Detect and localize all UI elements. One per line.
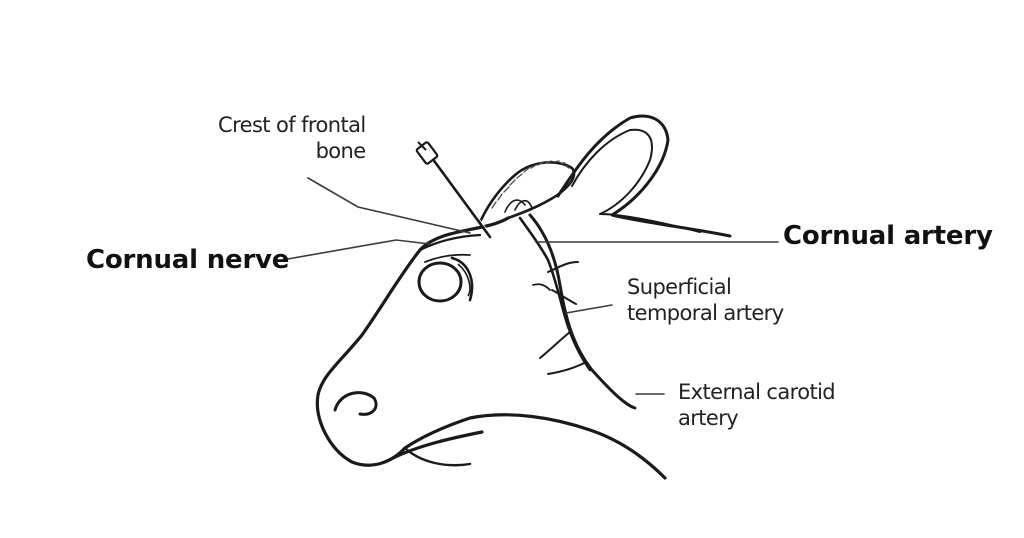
ear-base bbox=[599, 213, 701, 233]
nerve-line-1 bbox=[418, 233, 482, 252]
artery-branch-1 bbox=[547, 261, 579, 273]
crest-outline bbox=[478, 161, 576, 224]
neck-line bbox=[528, 213, 637, 410]
label-eca-line1: External carotid bbox=[678, 380, 836, 404]
label-sta-line2: temporal artery bbox=[627, 301, 784, 326]
leader-lines bbox=[281, 177, 779, 395]
needle-hub-tip bbox=[417, 141, 427, 151]
cornual-artery-path bbox=[518, 216, 592, 372]
hair-tuft bbox=[491, 160, 570, 209]
calf-head-outline bbox=[315, 216, 667, 480]
nostril bbox=[333, 391, 378, 416]
needle-icon bbox=[415, 141, 492, 239]
ear-outer bbox=[556, 114, 732, 238]
face-profile bbox=[315, 216, 667, 480]
leader-superficial-temporal bbox=[565, 304, 613, 314]
crest-root bbox=[504, 199, 533, 213]
chin-line bbox=[403, 446, 472, 467]
eye-brow-inner bbox=[457, 263, 471, 297]
leader-crest bbox=[307, 177, 471, 234]
needle-shaft bbox=[430, 156, 492, 239]
artery-branch-3 bbox=[539, 331, 571, 359]
label-cornual-artery: Cornual artery bbox=[783, 221, 993, 251]
artery-branch-5 bbox=[532, 283, 551, 291]
label-superficial-temporal-artery: Superficial temporal artery bbox=[627, 274, 784, 327]
label-eca-line2: artery bbox=[678, 406, 739, 431]
arteries bbox=[518, 216, 592, 375]
label-sta-line1: Superficial bbox=[627, 275, 732, 299]
label-cornual-nerve: Cornual nerve bbox=[86, 245, 290, 275]
label-crest-of-frontal-bone: Crest of frontal bone bbox=[218, 112, 368, 165]
nerve-line-2 bbox=[424, 253, 471, 263]
leader-cornual-nerve bbox=[281, 239, 431, 261]
eye-brow bbox=[450, 256, 474, 302]
mouth-line bbox=[391, 430, 484, 460]
artery-branch-4 bbox=[547, 361, 587, 375]
horn-bud bbox=[478, 160, 576, 224]
label-crest-line2: bone bbox=[315, 139, 367, 164]
eye bbox=[417, 261, 463, 303]
label-external-carotid-artery: External carotid artery bbox=[678, 379, 836, 432]
ear-inner bbox=[571, 128, 653, 215]
label-crest-line1: Crest of frontal bbox=[218, 113, 366, 137]
needle-shaft-inner bbox=[435, 159, 489, 232]
ear bbox=[556, 114, 732, 238]
artery-branch-2 bbox=[551, 289, 577, 305]
cornual-nerve-lines bbox=[418, 233, 482, 263]
